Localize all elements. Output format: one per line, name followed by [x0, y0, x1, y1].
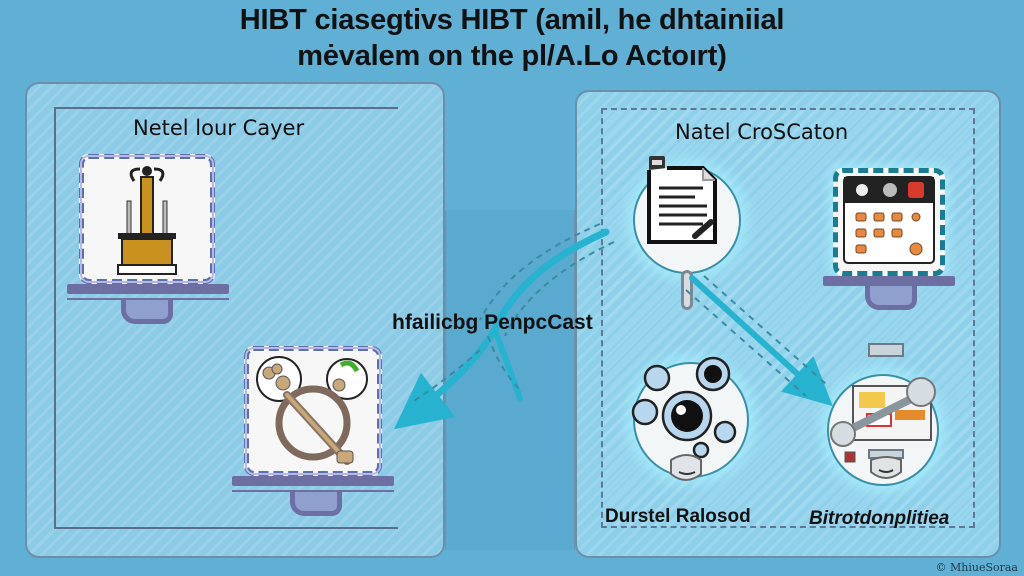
diagram-title: HIBT ciasegtivs HIBT (amil, he dhtainiia… — [0, 2, 1024, 74]
monitor-screen — [79, 154, 215, 284]
monitor-screen — [244, 346, 382, 476]
right-panel: Natel CroSCaton — [575, 90, 1001, 558]
title-line-2: mėvalem on the pl/A.Lo Actoırt) — [297, 40, 727, 72]
monitor-foot — [290, 492, 342, 516]
robot-arm-node[interactable] — [827, 343, 939, 486]
bubbles-robot-label: Durstel Ralosod — [605, 506, 751, 527]
monitor-stand — [823, 276, 955, 286]
watermark: © MhiueSoraa — [935, 561, 1019, 574]
key-no-symbol-icon — [256, 356, 368, 465]
monitor-stand — [67, 284, 229, 294]
monitor-card-control-panel[interactable] — [823, 168, 955, 318]
monitor-shelf-line — [232, 490, 394, 492]
monitor-foot — [121, 300, 173, 324]
center-band — [445, 210, 575, 550]
center-connector-label: hfailicbg PenpcCast — [392, 311, 593, 334]
monitor-foot — [865, 286, 917, 310]
left-panel-title: Netel lour Cayer — [133, 116, 305, 140]
monitor-card-key[interactable] — [232, 346, 394, 516]
title-line-1: HIBT ciasegtivs HIBT (amil, he dhtainiia… — [239, 4, 785, 36]
fountain-monument-icon — [117, 166, 177, 275]
robot-arm-screen-icon — [830, 343, 936, 479]
document-edit-icon — [647, 156, 717, 244]
monitor-stand — [232, 476, 394, 486]
control-panel-icon — [843, 176, 935, 264]
document-node[interactable] — [633, 156, 741, 310]
bubbles-robot-icon — [631, 356, 737, 481]
monitor-card-fountain[interactable] — [67, 154, 229, 324]
arrow-doc-to-key — [393, 223, 615, 430]
left-panel: Netel lour Cayer — [25, 82, 445, 558]
monitor-shelf-line — [67, 298, 229, 300]
robot-arm-label: Bitrotdonplitiea — [809, 508, 950, 529]
left-panel-inner-frame — [54, 107, 398, 529]
bubbles-robot-node[interactable] — [631, 356, 749, 481]
monitor-screen — [833, 168, 945, 276]
arrow-doc-to-robot-arm — [685, 275, 833, 407]
right-panel-title: Natel CroSCaton — [675, 120, 849, 144]
